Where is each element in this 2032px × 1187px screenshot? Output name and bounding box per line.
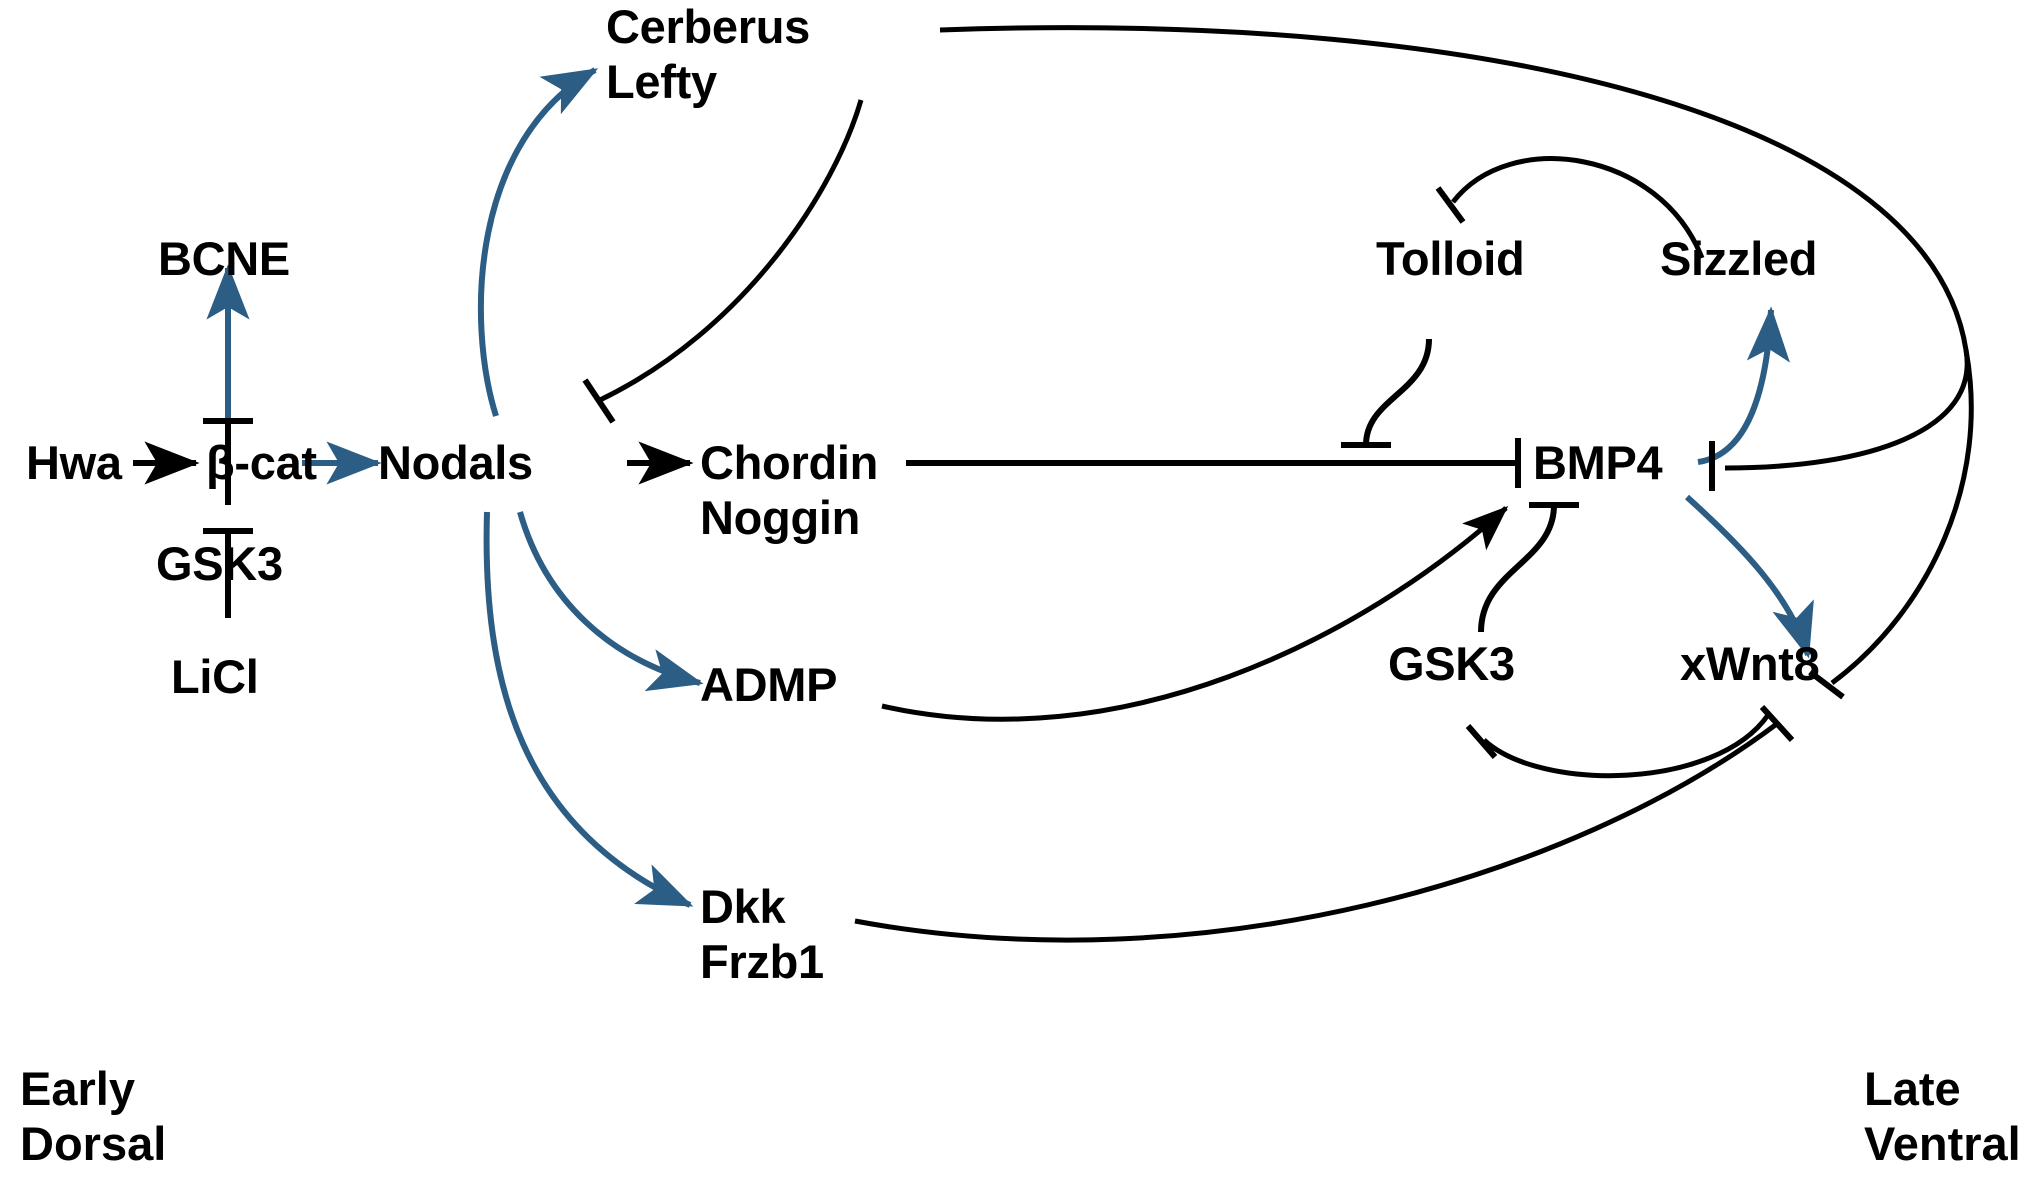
node-gsk3-left: GSK3 xyxy=(156,537,283,590)
node-dkk-frzb1: Dkk Frzb1 xyxy=(700,880,824,988)
corner-label-early-dorsal: Early Dorsal xyxy=(20,1062,167,1170)
edge-gsk3right-to-bmp4-stem xyxy=(1478,504,1557,633)
node-bcne: BCNE xyxy=(158,232,290,285)
edge-dkk-to-xwnt8-stem xyxy=(854,721,1780,943)
node-gsk3-right: GSK3 xyxy=(1388,637,1515,690)
edge-dkk-to-xwnt8-bar xyxy=(1759,704,1795,743)
node-bmp4: BMP4 xyxy=(1533,436,1663,489)
node-beta-cat: β-cat xyxy=(206,436,317,489)
node-hwa: Hwa xyxy=(26,436,122,489)
edge-xwnt8-to-gsk3right-bar xyxy=(1465,724,1498,759)
node-nodals: Nodals xyxy=(378,436,533,489)
edge-nodals-to-dkk xyxy=(483,511,694,908)
edge-cerberus-to-xwnt8-stem xyxy=(1830,349,1974,686)
edge-bmp4-to-sizzled xyxy=(1697,306,1790,465)
edge-nodals-to-cerberus xyxy=(477,67,599,417)
edge-xwnt8-to-gsk3right-stem xyxy=(1482,713,1771,779)
node-admp: ADMP xyxy=(700,658,838,711)
node-chordin-noggin: Chordin Noggin xyxy=(700,436,879,544)
node-cerberus-lefty: Cerberus Lefty xyxy=(606,0,810,108)
edge-nodals-to-admp xyxy=(517,511,704,692)
node-licl: LiCl xyxy=(171,650,259,703)
node-xwnt8: xWnt8 xyxy=(1680,637,1820,690)
corner-label-late-ventral: Late Ventral xyxy=(1864,1062,2021,1170)
edge-cerberus-to-nodals-bar xyxy=(582,378,616,424)
node-tolloid: Tolloid xyxy=(1376,232,1525,285)
edge-sizzled-to-tolloid-bar xyxy=(1435,186,1466,224)
edge-bmp4-to-xwnt8 xyxy=(1684,494,1814,659)
edge-cerberus-to-nodals-stem xyxy=(598,99,864,403)
edge-tolloid-to-chordin-stem xyxy=(1363,338,1432,446)
node-sizzled: Sizzled xyxy=(1660,232,1818,285)
